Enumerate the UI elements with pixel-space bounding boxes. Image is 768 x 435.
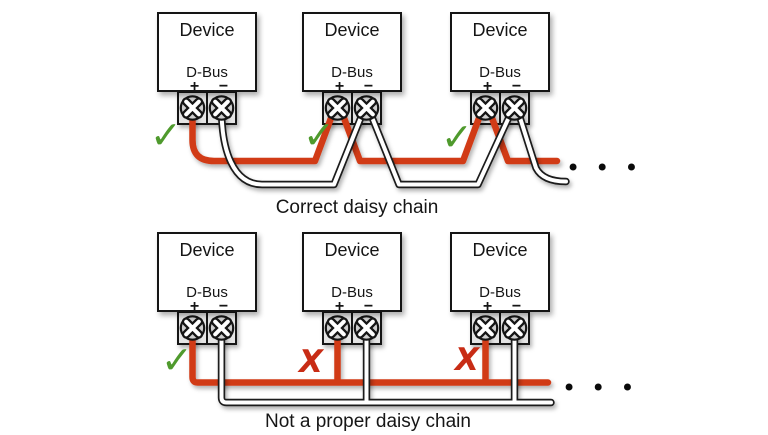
plus-label: + <box>189 78 200 95</box>
screw-icon <box>503 316 526 339</box>
minus-label: − <box>218 78 229 95</box>
screw-icon <box>355 96 378 119</box>
dbus-label: D-Bus <box>186 284 228 301</box>
device-box: Device D-Bus + − <box>302 12 402 95</box>
device-title: Device <box>179 20 235 40</box>
dbus-label: D-Bus <box>331 284 373 301</box>
screw-icon <box>181 96 204 119</box>
plus-label: + <box>189 298 200 315</box>
plus-label: + <box>334 298 345 315</box>
caption-incorrect: Not a proper daisy chain <box>265 411 471 432</box>
check-icon: ✓ <box>150 113 182 157</box>
dbus-label: D-Bus <box>331 64 373 81</box>
screw-icon <box>210 96 233 119</box>
screw-icon <box>326 316 349 339</box>
screw-icon <box>474 96 497 119</box>
minus-label: − <box>511 78 522 95</box>
plus-label: + <box>482 298 493 315</box>
screw-icon <box>355 316 378 339</box>
device-box: Device D-Bus + − <box>450 12 550 95</box>
dbus-label: D-Bus <box>479 64 521 81</box>
ellipsis-icon: ••• <box>562 374 649 402</box>
ellipsis-icon: ••• <box>566 154 653 182</box>
device-box: Device D-Bus + − <box>450 232 550 315</box>
check-icon: ✓ <box>441 115 473 159</box>
screw-icon <box>181 316 204 339</box>
caption-correct: Correct daisy chain <box>275 197 439 218</box>
x-icon: X <box>455 342 479 378</box>
device-title: Device <box>179 240 235 260</box>
plus-label: + <box>482 78 493 95</box>
dbus-label: D-Bus <box>186 64 228 81</box>
minus-label: − <box>363 78 374 95</box>
dbus-label: D-Bus <box>479 284 521 301</box>
device-title: Device <box>472 240 528 260</box>
device-title: Device <box>324 240 380 260</box>
minus-label: − <box>511 298 522 315</box>
minus-label: − <box>363 298 374 315</box>
device-box: Device D-Bus + − <box>157 232 257 315</box>
device-title: Device <box>472 20 528 40</box>
device-box: Device D-Bus + − <box>302 232 402 315</box>
screw-icon <box>503 96 526 119</box>
device-title: Device <box>324 20 380 40</box>
x-icon: X <box>299 344 323 380</box>
device-box: Device D-Bus + − <box>157 12 257 95</box>
check-icon: ✓ <box>303 113 335 157</box>
screw-icon <box>474 316 497 339</box>
plus-label: + <box>334 78 345 95</box>
check-icon: ✓ <box>161 338 193 382</box>
screw-icon <box>210 316 233 339</box>
minus-label: − <box>218 298 229 315</box>
